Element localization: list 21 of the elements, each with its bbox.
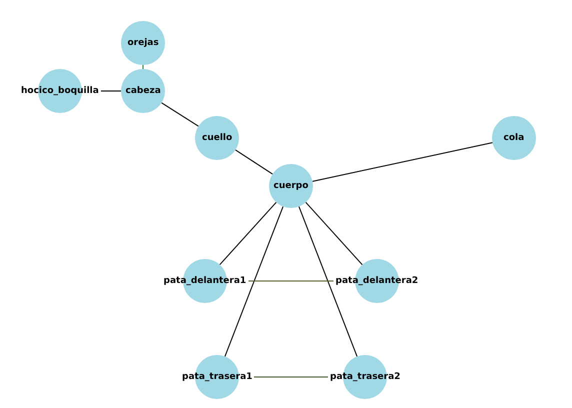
- edge-line: [219, 202, 277, 266]
- node-label: pata_delantera1: [164, 276, 246, 286]
- edge-line: [100, 90, 122, 92]
- node-label: hocico_boquilla: [21, 86, 99, 96]
- edge-line: [142, 64, 144, 70]
- edge-line: [234, 149, 274, 175]
- node-label: cola: [504, 132, 524, 144]
- edge-line: [248, 280, 334, 282]
- edge-line: [298, 206, 358, 357]
- edge-line: [254, 376, 328, 378]
- edge-line: [305, 202, 363, 266]
- node-label: orejas: [128, 38, 159, 48]
- node-label: pata_delantera2: [336, 276, 418, 286]
- edge-line: [312, 142, 493, 182]
- node-label: cuello: [202, 132, 232, 144]
- edge-line: [161, 102, 199, 127]
- node-label: pata_trasera2: [330, 372, 400, 382]
- node-label: cabeza: [126, 86, 161, 96]
- node-label: pata_trasera1: [182, 372, 252, 382]
- node-label: cuerpo: [274, 180, 308, 192]
- edge-line: [224, 206, 284, 357]
